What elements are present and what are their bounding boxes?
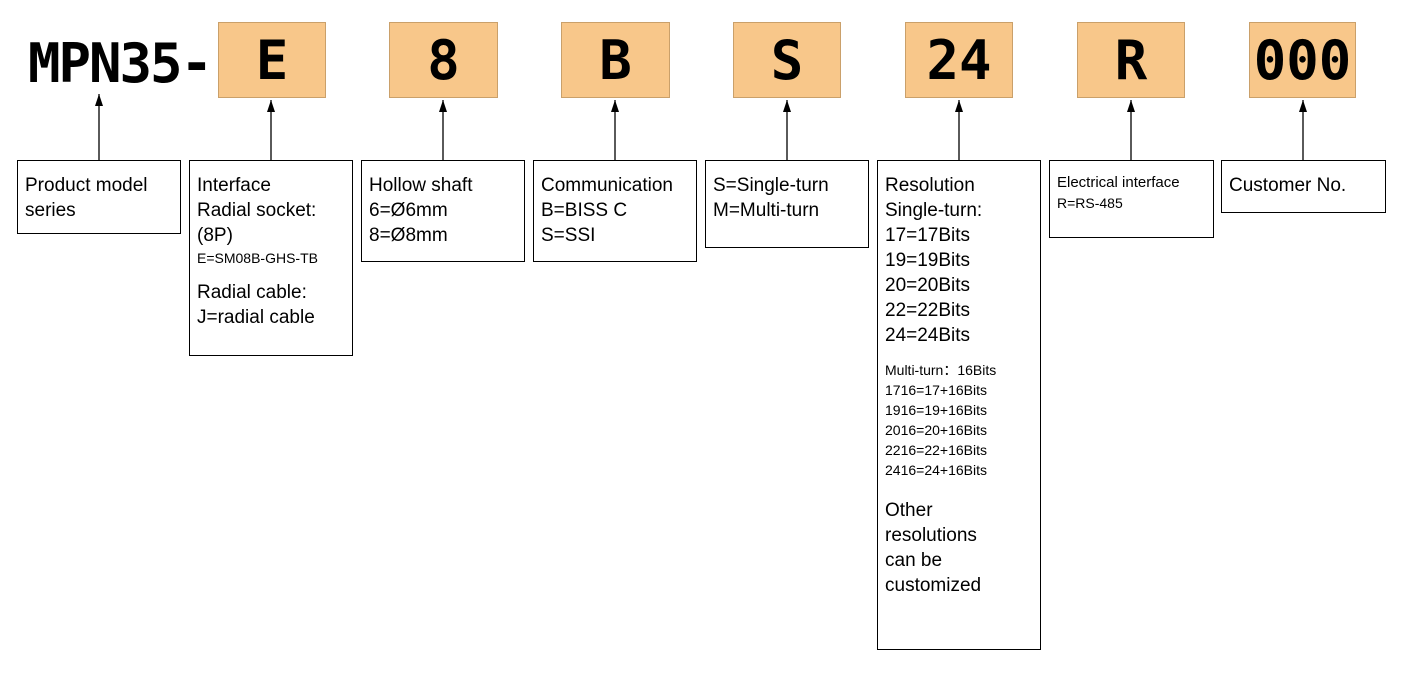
shaft-option-6: 6=Ø6mm: [369, 200, 448, 221]
resolution-single-20: 20=20Bits: [885, 275, 971, 296]
electrical-title: Electrical interface: [1057, 174, 1180, 191]
resolution-multi-2016: 2016=20+16Bits: [885, 422, 987, 438]
desc-box-communication: Communication B=BISS C S=SSI: [533, 160, 697, 262]
interface-cable-code: J=radial cable: [197, 307, 315, 328]
model-prefix: MPN35-: [28, 32, 213, 95]
resolution-single-17: 17=17Bits: [885, 225, 971, 246]
interface-radial-cable: Radial cable:: [197, 282, 307, 303]
shaft-option-8: 8=Ø8mm: [369, 225, 448, 246]
resolution-single-22: 22=22Bits: [885, 300, 971, 321]
desc-box-interface: Interface Radial socket: (8P) E=SM08B-GH…: [189, 160, 353, 356]
resolution-single-24: 24=24Bits: [885, 325, 971, 346]
communication-option-ssi: S=SSI: [541, 225, 596, 246]
communication-title: Communication: [541, 175, 673, 196]
desc-box-electrical: Electrical interface R=RS-485: [1049, 160, 1214, 238]
arrowhead-interface: [267, 100, 275, 112]
arrowhead-communication: [611, 100, 619, 112]
resolution-other-4: customized: [885, 575, 982, 596]
code-box-resolution: 24: [905, 22, 1013, 98]
desc-series-line-2: series: [25, 200, 76, 221]
desc-box-customer: Customer No.: [1221, 160, 1386, 213]
code-box-shaft: 8: [389, 22, 498, 98]
desc-series-line-1: Product model: [25, 175, 148, 196]
code-box-interface: E: [218, 22, 326, 98]
code-box-customer: 000: [1249, 22, 1356, 98]
desc-box-series: Product model series: [17, 160, 181, 234]
arrowhead-series: [95, 94, 103, 106]
code-box-communication: B: [561, 22, 670, 98]
resolution-multi-1916: 1916=19+16Bits: [885, 402, 987, 418]
resolution-other-3: can be: [885, 550, 943, 571]
desc-box-turn: S=Single-turn M=Multi-turn: [705, 160, 869, 248]
resolution-multi-turn-label: Multi-turn：16Bits: [885, 362, 997, 378]
electrical-code: R=RS-485: [1057, 195, 1123, 211]
resolution-multi-2416: 2416=24+16Bits: [885, 462, 987, 478]
resolution-single-19: 19=19Bits: [885, 250, 971, 271]
arrowhead-shaft: [439, 100, 447, 112]
resolution-multi-2216: 2216=22+16Bits: [885, 442, 987, 458]
arrowhead-electrical: [1127, 100, 1135, 112]
resolution-title: Resolution: [885, 175, 975, 196]
resolution-other-2: resolutions: [885, 525, 977, 546]
arrowhead-customer: [1299, 100, 1307, 112]
arrowhead-turn: [783, 100, 791, 112]
code-box-electrical: R: [1077, 22, 1185, 98]
shaft-title: Hollow shaft: [369, 175, 473, 196]
interface-socket-code: E=SM08B-GHS-TB: [197, 250, 318, 266]
customer-label: Customer No.: [1229, 175, 1347, 196]
interface-pins: (8P): [197, 225, 233, 246]
desc-box-resolution: Resolution Single-turn: 17=17Bits 19=19B…: [877, 160, 1041, 650]
code-box-turn: S: [733, 22, 841, 98]
turn-option-multi: M=Multi-turn: [713, 200, 820, 221]
resolution-other-1: Other: [885, 500, 933, 521]
arrowhead-resolution: [955, 100, 963, 112]
desc-box-shaft: Hollow shaft 6=Ø6mm 8=Ø8mm: [361, 160, 525, 262]
interface-title: Interface: [197, 175, 271, 196]
resolution-single-turn-label: Single-turn:: [885, 200, 983, 221]
interface-radial-socket: Radial socket:: [197, 200, 317, 221]
resolution-multi-1716: 1716=17+16Bits: [885, 382, 987, 398]
communication-option-biss: B=BISS C: [541, 200, 628, 221]
turn-option-single: S=Single-turn: [713, 175, 829, 196]
